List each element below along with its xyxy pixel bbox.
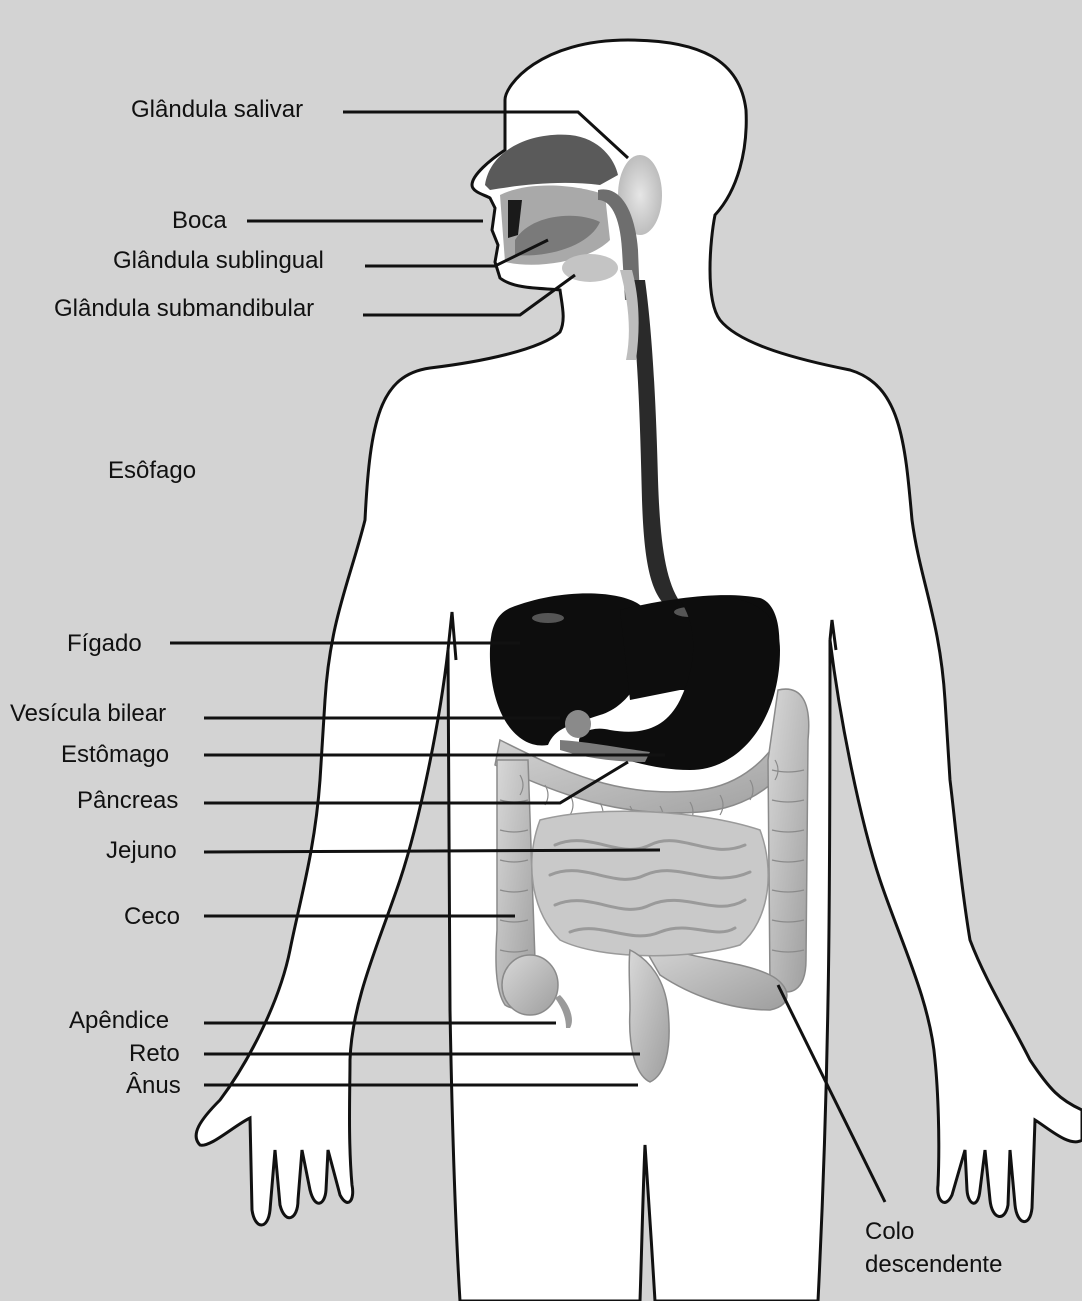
label-vesicula-bilear: Vesícula bilear bbox=[10, 700, 166, 728]
label-colo-line2: descendente bbox=[865, 1251, 1002, 1279]
label-colo-line1: Colo bbox=[865, 1218, 914, 1246]
label-ceco: Ceco bbox=[124, 903, 180, 931]
label-glandula-submandibular: Glândula submandibular bbox=[54, 295, 314, 323]
liver-highlight bbox=[532, 613, 564, 623]
label-apendice: Apêndice bbox=[69, 1007, 169, 1035]
label-pancreas: Pâncreas bbox=[77, 787, 178, 815]
gallbladder-shape bbox=[565, 710, 591, 738]
label-boca: Boca bbox=[172, 207, 227, 235]
leader-jejuno bbox=[204, 850, 660, 852]
label-figado: Fígado bbox=[67, 630, 142, 658]
label-esofago: Esôfago bbox=[108, 457, 196, 485]
label-glandula-sublingual: Glândula sublingual bbox=[113, 247, 324, 275]
label-glandula-salivar: Glândula salivar bbox=[131, 96, 303, 124]
label-reto: Reto bbox=[129, 1040, 180, 1068]
label-anus: Ânus bbox=[126, 1072, 181, 1100]
cecum-shape bbox=[502, 955, 558, 1015]
label-jejuno: Jejuno bbox=[106, 837, 177, 865]
label-estomago: Estômago bbox=[61, 741, 169, 769]
